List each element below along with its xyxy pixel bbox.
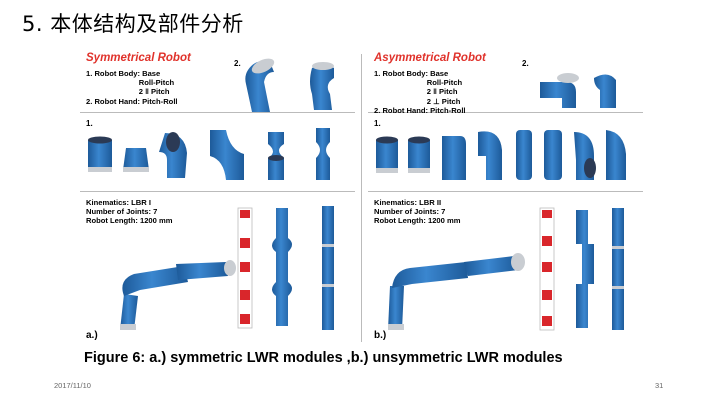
kinematics-specs: Kinematics: LBR II Number of Joints: 7 R…	[374, 198, 461, 226]
divider	[368, 191, 643, 192]
page-number: 31	[655, 381, 664, 390]
section-label: 1.	[374, 119, 381, 128]
kinematics-specs: Kinematics: LBR I Number of Joints: 7 Ro…	[86, 198, 173, 226]
body-modules-row	[88, 128, 330, 180]
body-modules-row	[376, 130, 626, 180]
robot-specs: 1. Robot Body: Base Roll-Pitch 2 ǁ Pitch…	[86, 69, 178, 106]
subfigure-label: a.)	[86, 330, 98, 341]
asymmetric-robot-illustration	[376, 73, 626, 331]
panel-symmetric: Symmetrical Robot 1. Robot Body: Base Ro…	[80, 48, 355, 346]
panel-title: Asymmetrical Robot	[374, 52, 486, 64]
subfigure-label: b.)	[374, 330, 387, 341]
arm-pose	[388, 253, 525, 330]
divider	[80, 191, 355, 192]
section-label: 2.	[522, 59, 529, 68]
figure-caption: Figure 6: a.) symmetric LWR modules ,b.)…	[84, 350, 563, 366]
robot-specs: 1. Robot Body: Base Roll-Pitch 2 ǁ Pitch…	[374, 69, 466, 115]
panel-asymmetric: Asymmetrical Robot 1. Robot Body: Base R…	[368, 48, 643, 346]
panel-title: Symmetrical Robot	[86, 52, 191, 64]
hand-module-group	[245, 58, 334, 112]
section-label: 2.	[234, 59, 241, 68]
module-columns	[576, 208, 624, 330]
divider	[80, 112, 355, 113]
slide-date: 2017/11/10	[54, 381, 91, 390]
figure: Symmetrical Robot 1. Robot Body: Base Ro…	[80, 48, 643, 346]
symmetric-robot-illustration	[88, 58, 334, 330]
panel-separator	[361, 54, 362, 342]
section-label: 1.	[86, 119, 93, 128]
joint-column	[539, 207, 555, 331]
hand-module-group	[540, 73, 616, 108]
arm-pose	[120, 260, 236, 330]
slide-title: 5. 本体结构及部件分析	[22, 12, 244, 36]
joint-column	[237, 207, 253, 329]
divider	[368, 112, 643, 113]
module-columns	[272, 206, 334, 330]
